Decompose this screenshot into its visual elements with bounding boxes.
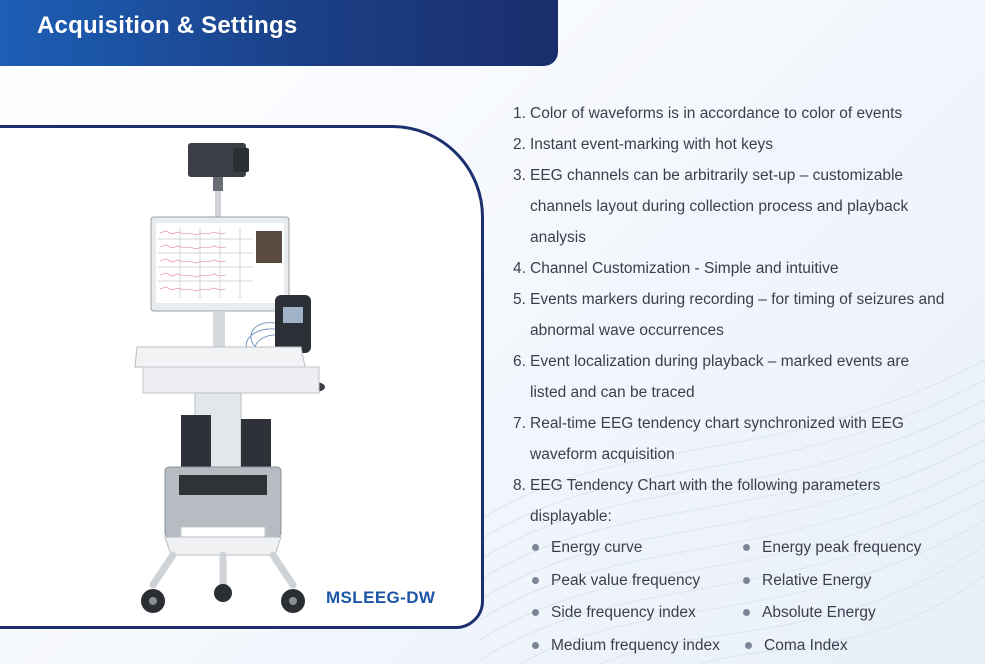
feature-item: 3. EEG channels can be arbitrarily set-u… bbox=[513, 160, 958, 253]
feature-number: 3. bbox=[513, 167, 526, 184]
feature-text: EEG Tendency Chart with the following pa… bbox=[530, 477, 881, 525]
feature-number: 7. bbox=[513, 415, 526, 432]
feature-item: 5. Events markers during recording – for… bbox=[513, 284, 962, 346]
feature-text: Instant event-marking with hot keys bbox=[530, 136, 773, 153]
feature-number: 6. bbox=[513, 353, 526, 370]
feature-item: 6. Event localization during playback – … bbox=[513, 346, 925, 408]
parameter-grid: Energy curve Energy peak frequency Peak … bbox=[532, 532, 972, 662]
parameter-item: Relative Energy bbox=[743, 565, 871, 597]
parameter-item: Energy peak frequency bbox=[743, 532, 921, 564]
parameter-row: Peak value frequency Relative Energy bbox=[532, 565, 972, 598]
bullet-icon bbox=[532, 576, 539, 584]
feature-text: EEG channels can be arbitrarily set-up –… bbox=[530, 167, 909, 246]
bullet-icon bbox=[743, 544, 750, 551]
feature-number: 2. bbox=[513, 136, 526, 153]
parameter-item: Peak value frequency bbox=[532, 565, 700, 597]
product-model-label: MSLEEG-DW bbox=[326, 588, 436, 607]
amplifier bbox=[275, 295, 311, 353]
parameter-item: Energy curve bbox=[532, 532, 642, 564]
parameter-row: Side frequency index Absolute Energy bbox=[532, 597, 972, 630]
feature-number: 5. bbox=[513, 291, 526, 308]
feature-item: 7. Real-time EEG tendency chart synchron… bbox=[513, 408, 940, 470]
computer-tower bbox=[181, 415, 211, 471]
feature-item: 2. Instant event-marking with hot keys bbox=[513, 129, 985, 160]
feature-item: 1. Color of waveforms is in accordance t… bbox=[513, 98, 985, 129]
parameter-item: Medium frequency index bbox=[532, 630, 720, 662]
parameter-row: Energy curve Energy peak frequency bbox=[532, 532, 972, 565]
bullet-icon bbox=[532, 544, 539, 551]
feature-item: 4. Channel Customization - Simple and in… bbox=[513, 253, 985, 284]
feature-text: Events markers during recording – for ti… bbox=[530, 291, 945, 339]
feature-text: Color of waveforms is in accordance to c… bbox=[530, 105, 903, 122]
bullet-icon bbox=[743, 576, 750, 584]
bullet-icon bbox=[532, 641, 539, 649]
feature-text: Real-time EEG tendency chart synchronize… bbox=[530, 415, 904, 463]
bullet-icon bbox=[743, 609, 750, 616]
feature-list: 1. Color of waveforms is in accordance t… bbox=[513, 98, 985, 532]
feature-number: 4. bbox=[513, 260, 526, 277]
parameter-item: Coma Index bbox=[745, 630, 848, 662]
feature-text: Channel Customization - Simple and intui… bbox=[530, 260, 839, 277]
bullet-icon bbox=[745, 641, 752, 649]
parameter-row: Medium frequency index Coma Index bbox=[532, 630, 972, 663]
header-banner: Acquisition & Settings bbox=[0, 0, 558, 66]
page-title: Acquisition & Settings bbox=[37, 12, 298, 39]
eeg-cart-illustration bbox=[134, 143, 325, 613]
feature-number: 1. bbox=[513, 105, 526, 122]
parameter-item: Absolute Energy bbox=[743, 597, 876, 629]
camera-body bbox=[188, 143, 246, 177]
feature-text: Event localization during playback – mar… bbox=[530, 353, 910, 401]
parameter-item: Side frequency index bbox=[532, 597, 696, 629]
feature-item: 8. EEG Tendency Chart with the following… bbox=[513, 470, 930, 532]
feature-number: 8. bbox=[513, 477, 526, 494]
bullet-icon bbox=[532, 609, 539, 616]
